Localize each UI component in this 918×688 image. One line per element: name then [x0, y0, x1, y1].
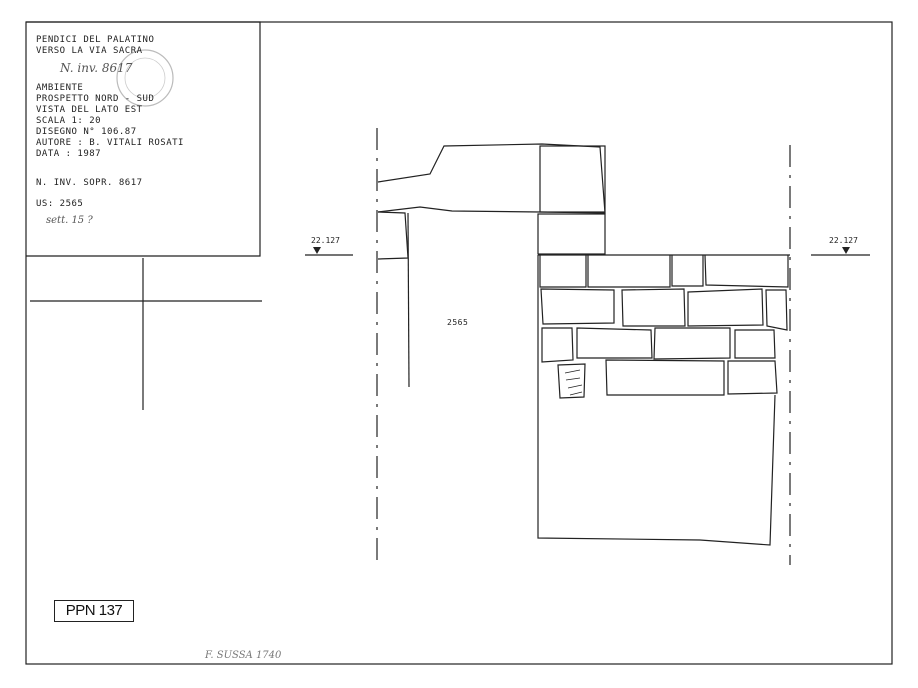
us-label: US: 2565: [36, 199, 84, 209]
vista-label: VISTA DEL LATO EST: [36, 105, 143, 115]
us-drawing-label: 2565: [447, 318, 469, 327]
masonry-row-4: [557, 359, 778, 399]
foundation-outline: [537, 255, 776, 546]
site-name-line1: PENDICI DEL PALATINO: [36, 35, 155, 45]
section-arrow-right: [842, 247, 850, 254]
title-block-box: [26, 21, 261, 257]
site-name-line2: VERSO LA VIA SACRA: [36, 46, 143, 56]
wall-line-vertical: [407, 212, 410, 388]
wall-profile-upper: [377, 143, 606, 214]
stamp-seal-inner: [124, 57, 166, 99]
block-second: [537, 213, 606, 255]
inventory-label: N. INV. SOPR. 8617: [36, 178, 143, 188]
block-top: [539, 145, 606, 213]
sheet-frame: [25, 21, 893, 665]
section-label-left: 22.127: [311, 236, 340, 245]
disegno-label: DISEGNO N° 106.87: [36, 127, 137, 137]
masonry-row-2: [540, 288, 788, 331]
prospetto-label: PROSPETTO NORD - SUD: [36, 94, 155, 104]
data-label: DATA : 1987: [36, 149, 102, 159]
wall-profile-inner: [377, 211, 409, 260]
ambiente-label: AMBIENTE: [36, 83, 84, 93]
autore-label: AUTORE : B. VITALI ROSATI: [36, 138, 184, 148]
sheet-code: PPN 137: [54, 600, 134, 622]
scala-label: SCALA 1: 20: [36, 116, 102, 126]
stone-hatch: [564, 369, 583, 396]
section-label-right: 22.127: [829, 236, 858, 245]
masonry-row-3: [541, 327, 776, 363]
section-arrow-left: [313, 247, 321, 254]
stamp-handwriting: N. inv. 8617: [60, 61, 133, 75]
stamp-seal: [116, 49, 174, 107]
masonry-row-1: [538, 254, 790, 288]
handwritten-note: sett. 15 ?: [46, 215, 93, 226]
footer-note: F. SUSSA 1740: [205, 650, 282, 661]
